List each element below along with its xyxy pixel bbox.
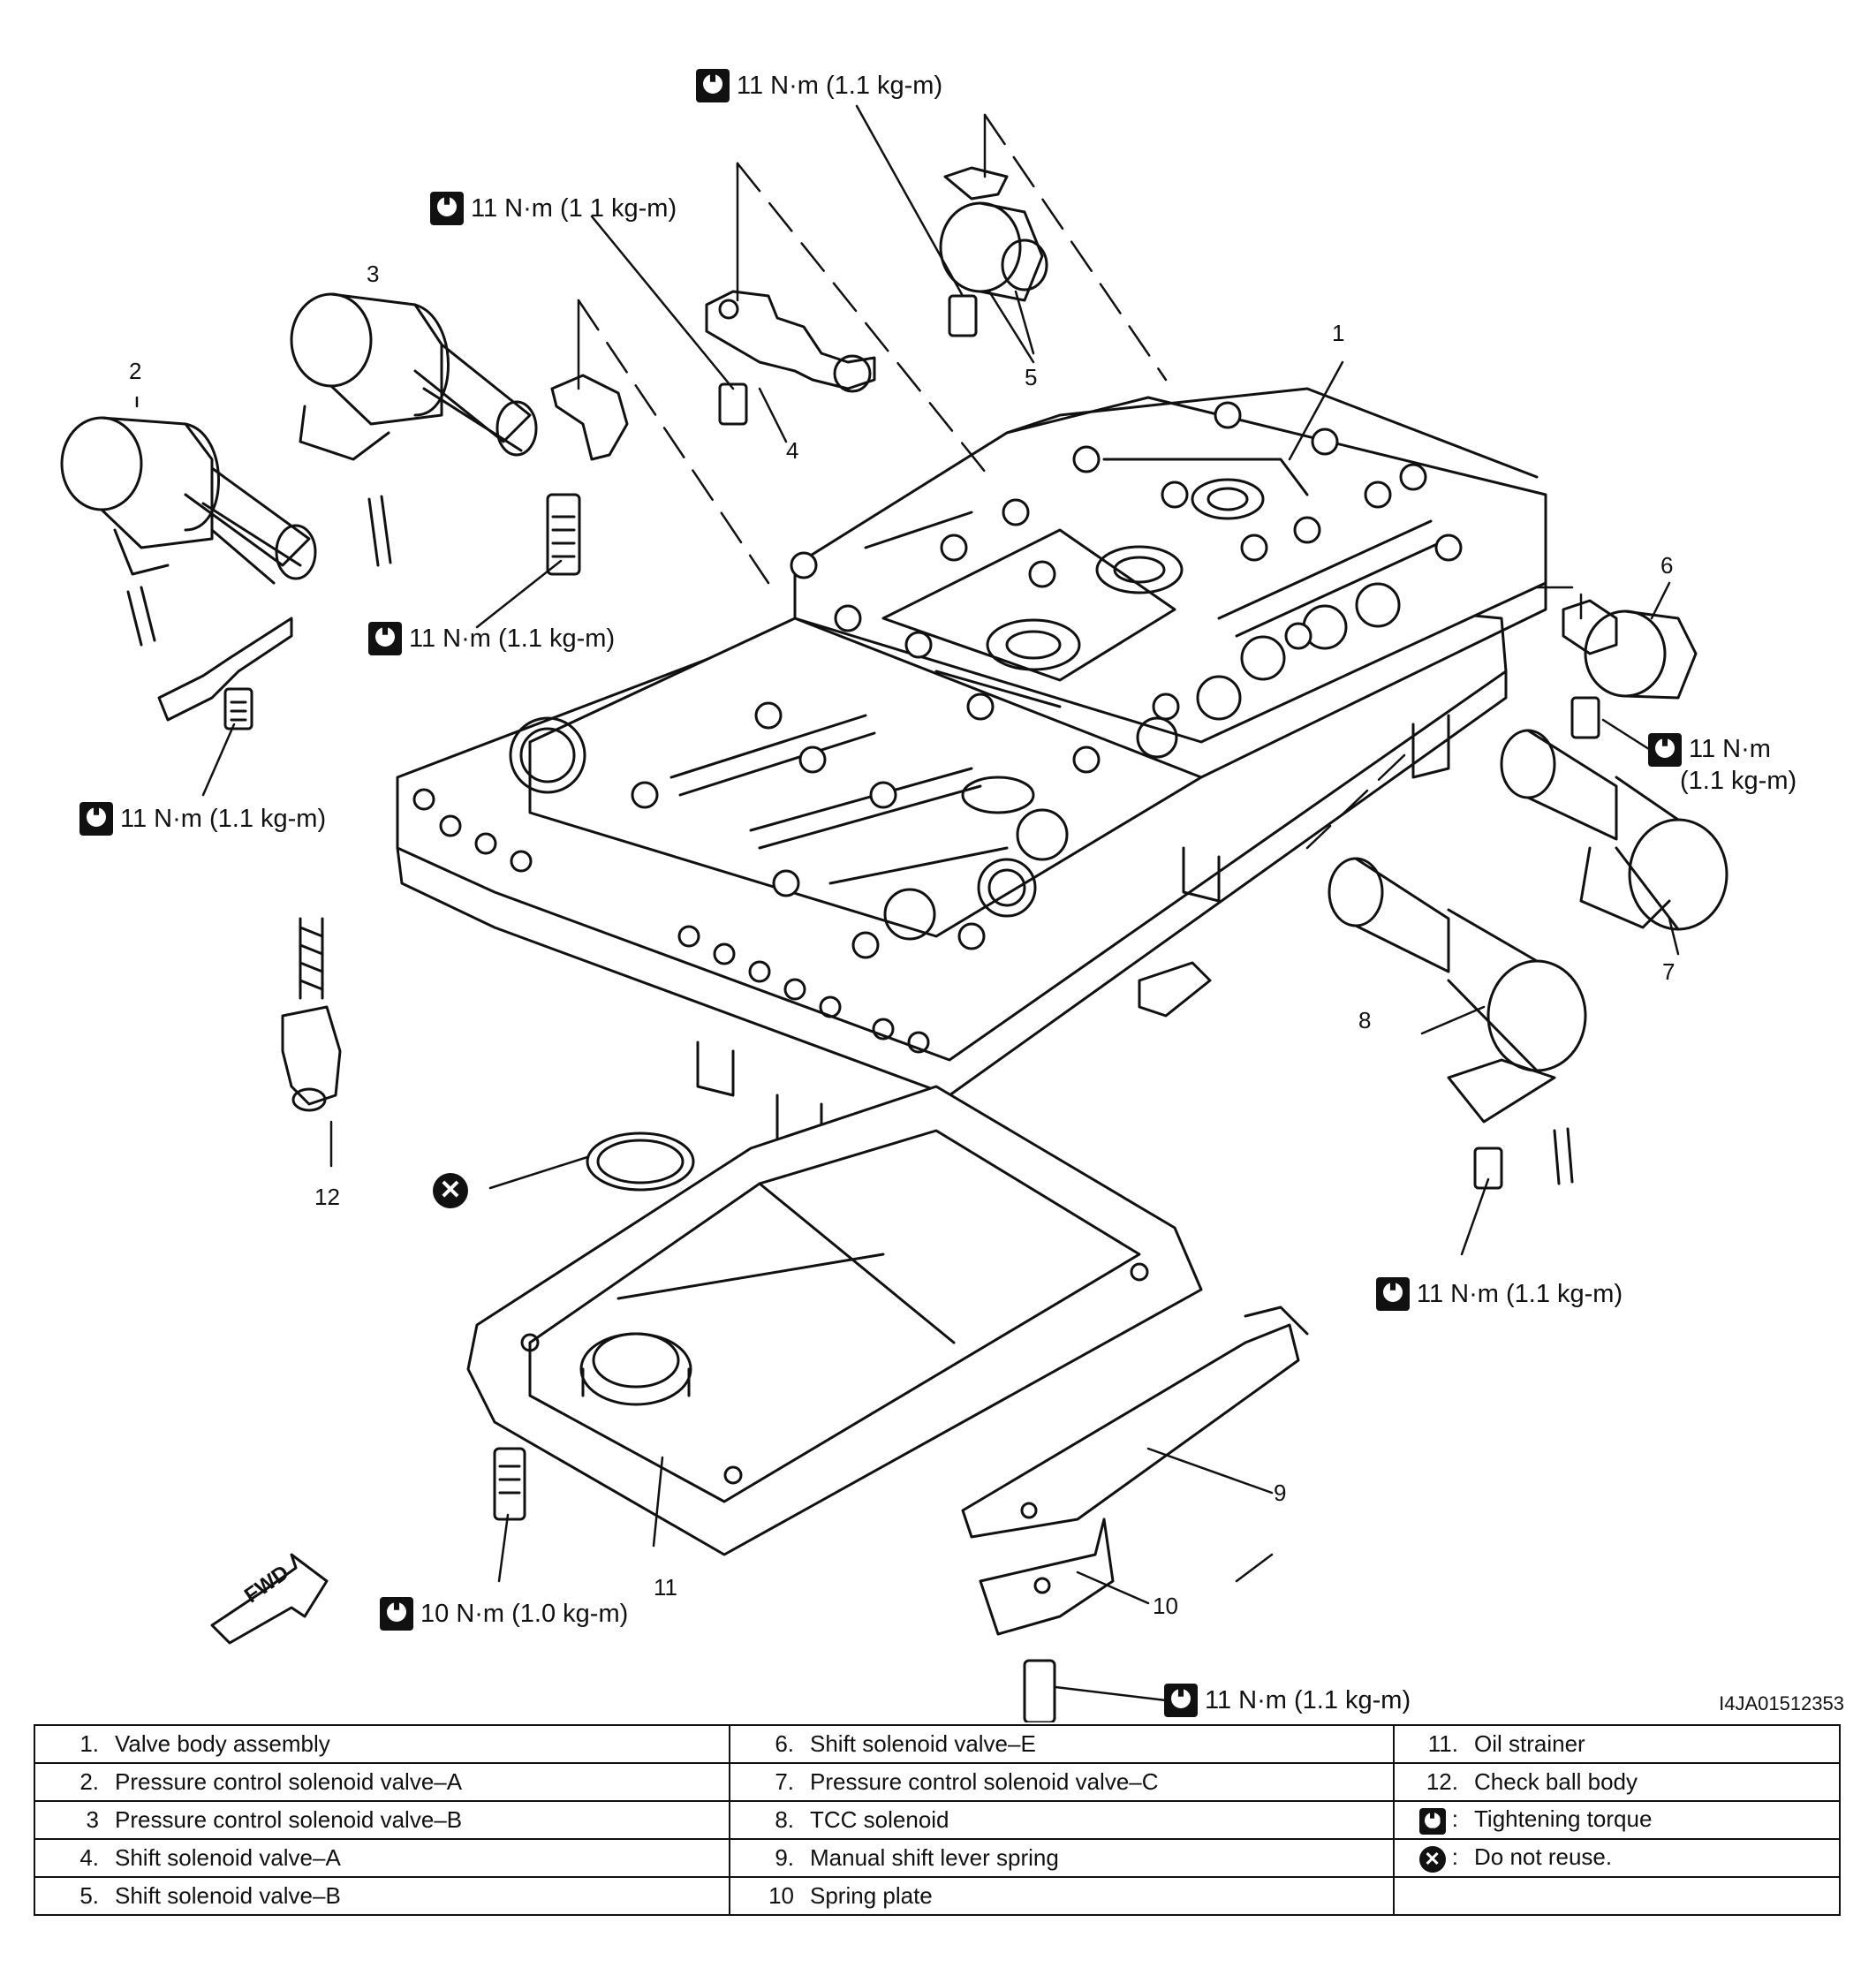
torque-label-solenoid3: 11 N·m (1 1 kg-m) bbox=[430, 192, 677, 225]
shift-solenoid-a bbox=[705, 290, 876, 426]
torque-label-bottom: 11 N·m (1.1 kg-m) bbox=[1164, 1684, 1411, 1717]
fwd-arrow bbox=[210, 1553, 329, 1645]
callout-7: 7 bbox=[1662, 958, 1676, 985]
tightening-torque-icon bbox=[696, 69, 730, 102]
tightening-torque-icon bbox=[1648, 733, 1682, 767]
callout-5: 5 bbox=[1025, 364, 1038, 390]
torque-label-top: 11 N·m (1.1 kg-m) bbox=[696, 69, 942, 102]
tightening-torque-icon bbox=[430, 192, 464, 225]
callout-3: 3 bbox=[367, 261, 380, 287]
torque-label-lower-right: 11 N·m (1.1 kg-m) bbox=[1376, 1277, 1623, 1311]
tightening-torque-icon bbox=[380, 1597, 413, 1631]
solenoid-bracket bbox=[546, 374, 629, 576]
torque-label-left: 11 N·m (1.1 kg-m) bbox=[79, 802, 326, 836]
tightening-torque-icon bbox=[1376, 1277, 1410, 1311]
tightening-torque-icon bbox=[368, 622, 402, 655]
pressure-control-solenoid-c bbox=[1500, 729, 1728, 931]
exploded-view-diagram bbox=[60, 104, 1728, 1722]
manual-shift-lever-spring bbox=[961, 1306, 1309, 1539]
callout-9: 9 bbox=[1274, 1480, 1287, 1506]
callout-10: 10 bbox=[1153, 1593, 1178, 1619]
shift-solenoid-b bbox=[939, 166, 1048, 337]
check-ball-body bbox=[281, 917, 342, 1112]
o-ring bbox=[586, 1132, 695, 1192]
callout-1: 1 bbox=[1332, 320, 1345, 346]
callout-11: 11 bbox=[654, 1574, 677, 1601]
pressure-control-solenoid-a bbox=[60, 416, 317, 730]
shift-solenoid-e bbox=[1562, 599, 1698, 739]
valve-body-assembly bbox=[396, 387, 1547, 1150]
do-not-reuse-icon: ✕ bbox=[433, 1173, 468, 1208]
torque-label-mid: 11 N·m (1.1 kg-m) bbox=[368, 622, 615, 655]
pressure-control-solenoid-b bbox=[290, 292, 538, 567]
callout-6: 6 bbox=[1660, 552, 1674, 579]
callout-8: 8 bbox=[1358, 1007, 1372, 1033]
callout-2: 2 bbox=[129, 358, 142, 384]
table-row: 1.Valve body assembly 6.Shift solenoid v… bbox=[34, 1724, 1841, 1764]
tightening-torque-icon bbox=[1164, 1684, 1198, 1717]
table-row: 4.Shift solenoid valve–A 9.Manual shift … bbox=[34, 1838, 1841, 1878]
torque-label-right: 11 N·m (1.1 kg-m) bbox=[1648, 733, 1797, 797]
oil-strainer bbox=[466, 1085, 1203, 1556]
do-not-reuse-marker: ✕ bbox=[433, 1173, 468, 1208]
callout-12: 12 bbox=[314, 1184, 340, 1210]
tightening-torque-icon bbox=[1418, 1807, 1446, 1835]
callout-4: 4 bbox=[786, 437, 799, 464]
tcc-solenoid bbox=[1138, 857, 1587, 1190]
spring-plate bbox=[979, 1518, 1115, 1636]
do-not-reuse-icon: ✕ bbox=[1418, 1845, 1446, 1873]
parts-legend-table: 1.Valve body assembly 6.Shift solenoid v… bbox=[34, 1724, 1841, 1916]
figure-id: I4JA01512353 bbox=[1719, 1692, 1844, 1714]
torque-label-strainer: 10 N·m (1.0 kg-m) bbox=[380, 1597, 628, 1631]
tightening-torque-icon bbox=[79, 802, 113, 836]
table-row: 2.Pressure control solenoid valve–A 7.Pr… bbox=[34, 1762, 1841, 1802]
